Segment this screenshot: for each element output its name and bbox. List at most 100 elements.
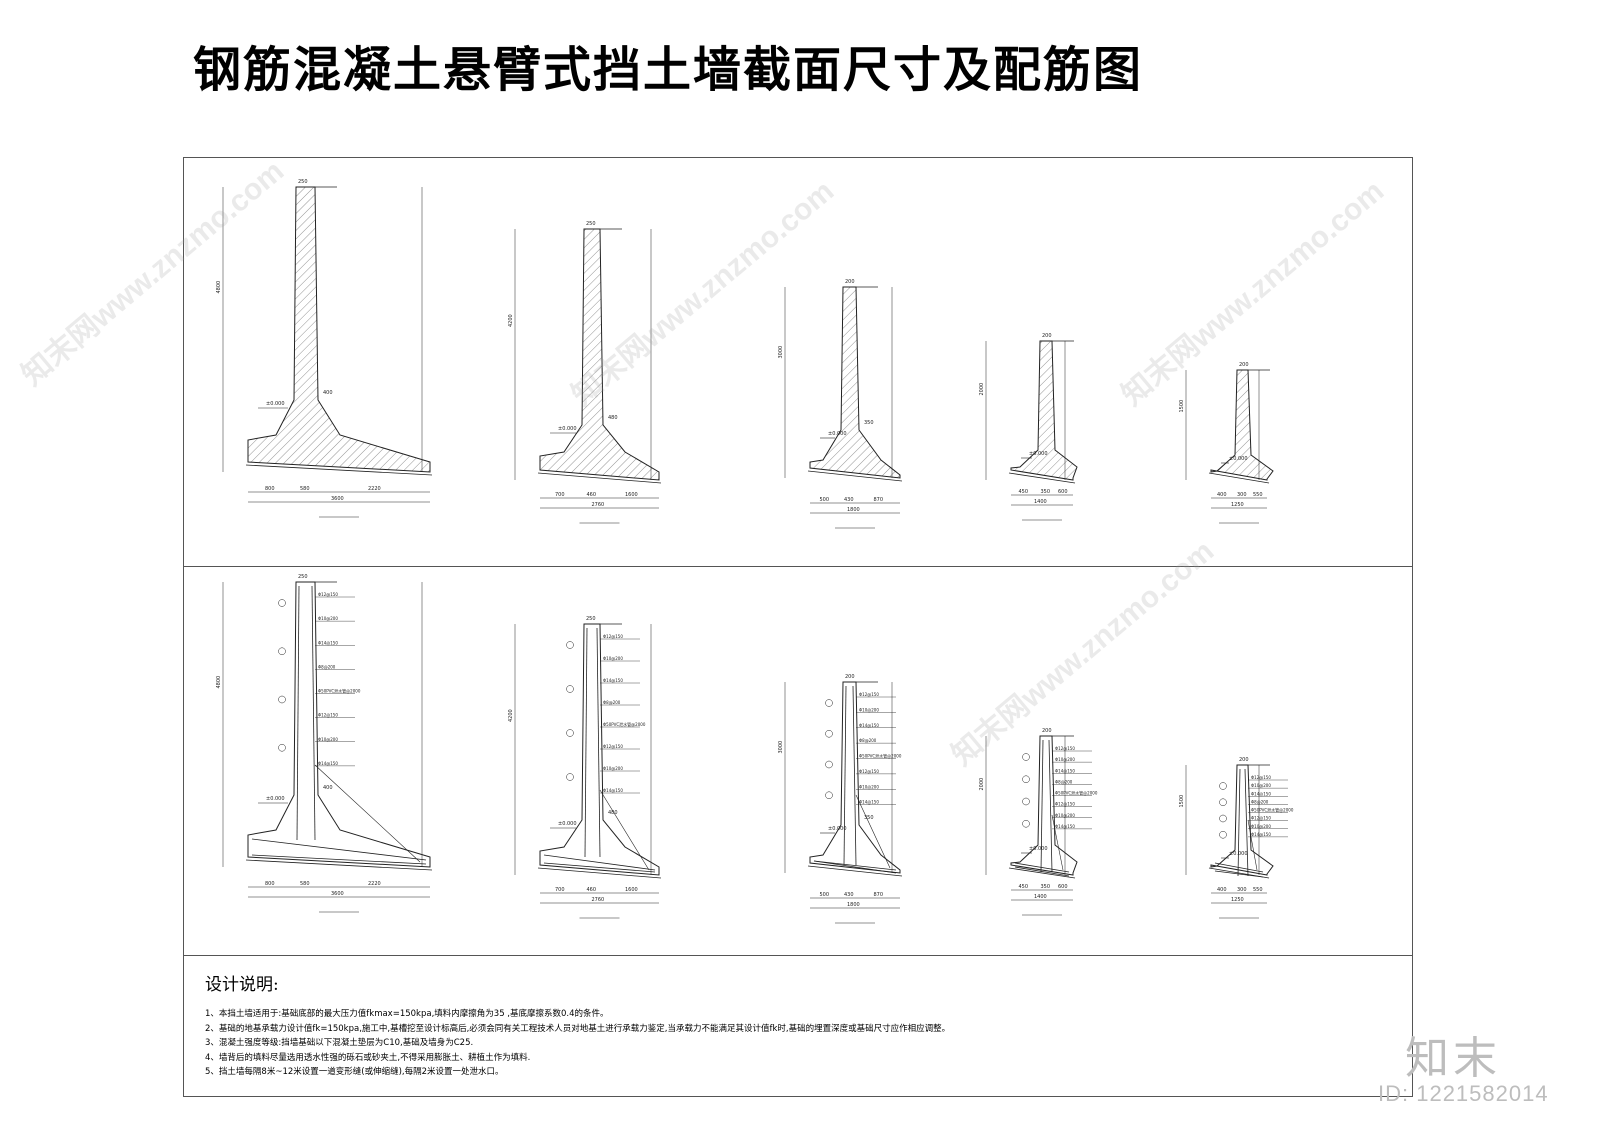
level-mark: ±0.000 (558, 426, 577, 432)
top-slab-rebar (251, 838, 427, 861)
level-mark: ±0.000 (828, 826, 847, 832)
note-item: 5、挡土墙每隔8米~12米设置一道变形缝(或伸缩缝),每隔2米设置一处泄水口。 (205, 1067, 504, 1077)
stem-dimension: 350 (864, 815, 874, 821)
cushion-line (537, 867, 662, 879)
level-mark: ±0.000 (828, 431, 847, 437)
segment-dimension: 800 (265, 486, 275, 492)
rebar-callout (278, 695, 286, 704)
rebar-label: Φ12@150 (1251, 775, 1271, 780)
diagonal-rebar (855, 794, 891, 869)
stem-dimension: 480 (608, 810, 618, 816)
top-width-dimension: 200 (845, 279, 855, 285)
stem-dimension: 350 (864, 420, 874, 426)
cushion-line (245, 859, 433, 871)
rebar-label: Φ12@150 (1055, 802, 1075, 807)
diagonal-rebar (314, 764, 421, 863)
rebar-callout (566, 773, 574, 781)
top-width-dimension: 200 (1042, 728, 1052, 734)
segment-dimension: 2220 (368, 881, 381, 887)
height-dimension: 4800 (216, 676, 222, 689)
top-width-dimension: 200 (845, 674, 855, 680)
bottom-slab-rebar (251, 854, 427, 865)
rebar-label: Φ14@150 (318, 761, 338, 766)
cushion-line (1008, 867, 1076, 879)
segment-dimension: 350 (1041, 489, 1051, 495)
drawing-frame (183, 157, 1413, 1097)
rebar-label: Φ50PVC泄水管@2000 (1251, 807, 1294, 813)
total-dimension: 1250 (1231, 502, 1244, 508)
stem-dimension: 400 (323, 390, 333, 396)
back-rebar (1048, 739, 1053, 873)
rebar-label: Φ12@150 (859, 769, 879, 774)
top-slab-rebar (1014, 866, 1070, 877)
height-dimension: 1500 (1179, 795, 1185, 808)
back-rebar (596, 627, 601, 858)
rebar-label: Φ10@200 (603, 766, 623, 771)
top-slab-rebar (543, 854, 656, 871)
rebar-callout (566, 685, 574, 693)
level-mark: ±0.000 (1029, 846, 1048, 852)
rebar-callout (278, 599, 286, 607)
stem-dimension: 400 (323, 785, 333, 791)
segment-dimension: 2220 (368, 486, 381, 492)
height-dimension: 3000 (778, 741, 784, 754)
rebar-callout (1022, 775, 1030, 783)
rebar-callout (1219, 782, 1227, 790)
segment-dimension: 450 (1019, 884, 1029, 890)
row-divider-2 (183, 955, 1413, 956)
row-divider-1 (183, 566, 1413, 567)
rebar-callout (825, 699, 833, 707)
rebar-label: Φ12@150 (1251, 816, 1271, 821)
segment-dimension: 460 (587, 492, 597, 498)
segment-dimension: 550 (1253, 887, 1263, 893)
rebar-label: Φ12@150 (603, 744, 623, 749)
rebar-callout (1022, 753, 1030, 761)
total-dimension: 1800 (847, 902, 860, 908)
rebar-label: Φ8@200 (859, 738, 877, 743)
height-dimension: 1500 (1179, 400, 1185, 413)
total-dimension: 1800 (847, 507, 860, 513)
top-width-dimension: 250 (586, 616, 596, 622)
rebar-callout (278, 744, 286, 752)
rebar-label: Φ14@150 (859, 800, 879, 805)
top-slab-rebar (813, 860, 897, 874)
segment-dimension: 430 (844, 892, 854, 898)
back-rebar (1244, 768, 1249, 877)
rebar-label: Φ10@200 (859, 707, 879, 712)
cushion-line (537, 472, 662, 484)
wall-outline (1210, 764, 1274, 876)
bottom-slab-rebar (1214, 862, 1264, 873)
segment-dimension: 600 (1058, 489, 1068, 495)
total-dimension: 1400 (1034, 499, 1047, 505)
cushion-line (1008, 472, 1076, 484)
rebar-label: Φ14@150 (1251, 791, 1271, 796)
level-mark: ±0.000 (1229, 456, 1248, 462)
wall-outline (539, 228, 660, 481)
rebar-label: Φ14@150 (603, 678, 623, 683)
top-slab-rebar (1214, 870, 1264, 878)
diagonal-rebar (1051, 814, 1064, 871)
top-width-dimension: 250 (298, 179, 308, 185)
rebar-label: Φ10@200 (1251, 783, 1271, 788)
segment-dimension: 870 (874, 497, 884, 503)
segment-dimension: 700 (555, 492, 565, 498)
segment-dimension: 500 (820, 892, 830, 898)
rebar-label: Φ8@200 (318, 664, 336, 669)
rebar-callout (1219, 831, 1227, 839)
rebar-label: Φ10@200 (1251, 824, 1271, 829)
wall-outline (1010, 735, 1078, 876)
front-rebar (1237, 768, 1241, 877)
segment-dimension: 450 (1019, 489, 1029, 495)
design-notes: 设计说明: 1、本挡土墙适用于:基础底部的最大压力值fkmax=150kpa,填… (205, 970, 1385, 1080)
top-width-dimension: 200 (1239, 362, 1249, 368)
diagonal-rebar (1247, 819, 1258, 871)
rebar-label: Φ12@150 (318, 592, 338, 597)
cushion-line (807, 470, 903, 482)
